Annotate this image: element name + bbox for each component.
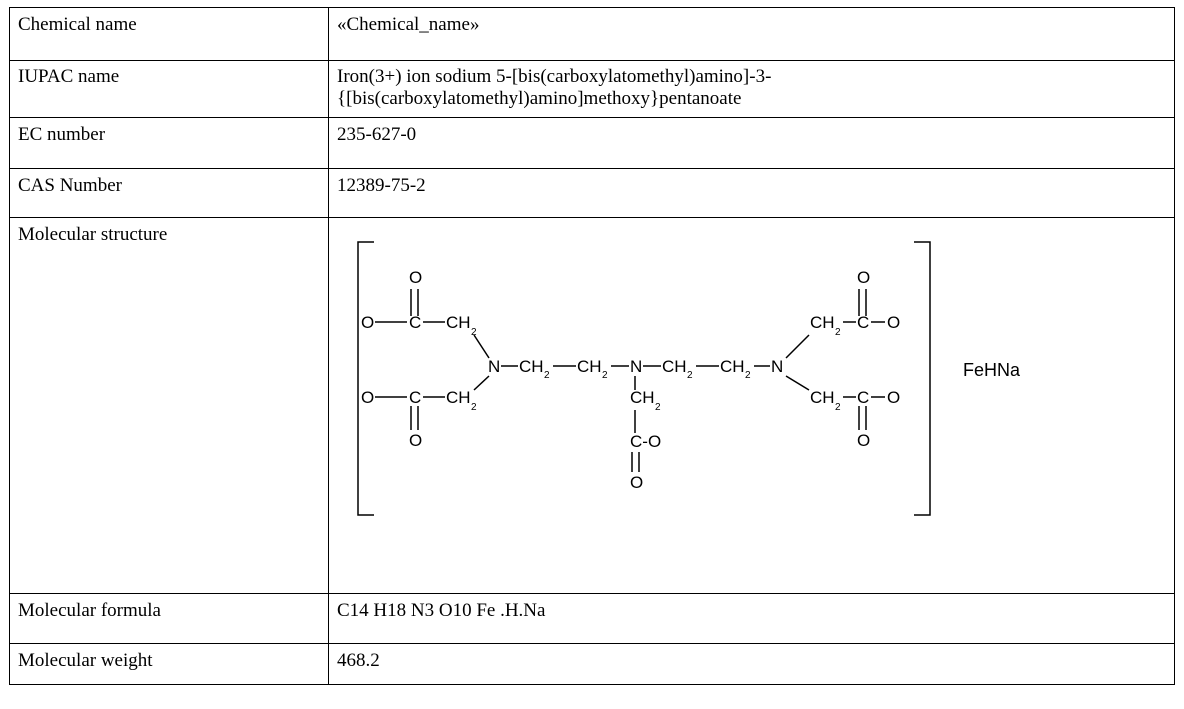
atom-c-upper-left: C xyxy=(409,313,421,332)
table-row-ec-number: EC number 235-627-0 xyxy=(9,117,1175,169)
table-row-molecular-formula: Molecular formula C14 H18 N3 O10 Fe .H.N… xyxy=(9,593,1175,644)
value-molecular-structure: O O C CH 2 O C CH 2 O xyxy=(328,217,1175,594)
atom-ch-upper-right: CH xyxy=(810,313,835,332)
atom-c-upper-right: C xyxy=(857,313,869,332)
bond-n-ch2-lower-left xyxy=(473,375,490,391)
atom-ch-upper-left: CH xyxy=(446,313,471,332)
atom-n-center: N xyxy=(630,357,642,376)
sub-2-lower-right: 2 xyxy=(835,402,841,413)
atom-o-lower-right: O xyxy=(887,388,900,407)
atom-o-lower-left-carbonyl: O xyxy=(409,431,422,450)
atom-o-lower-right-carbonyl: O xyxy=(857,431,870,450)
table-row-iupac-name: IUPAC name Iron(3+) ion sodium 5-[bis(ca… xyxy=(9,60,1175,118)
sub-2-backbone-4: 2 xyxy=(745,370,751,381)
bond-n-ch2-lower-right xyxy=(785,375,810,391)
atom-ch-backbone-2: CH xyxy=(577,357,602,376)
atom-o-upper-right-carbonyl: O xyxy=(857,268,870,287)
value-molecular-weight: 468.2 xyxy=(328,643,1175,685)
sub-2-upper-right: 2 xyxy=(835,327,841,338)
atom-o-lower-left: O xyxy=(361,388,374,407)
label-chemical-name: Chemical name xyxy=(9,7,329,61)
atom-ch-lower-left: CH xyxy=(446,388,471,407)
sub-2-backbone-2: 2 xyxy=(602,370,608,381)
atom-c-lower-left: C xyxy=(409,388,421,407)
label-ec-number: EC number xyxy=(9,117,329,169)
atom-ch-lower-right: CH xyxy=(810,388,835,407)
label-cas-number: CAS Number xyxy=(9,168,329,218)
value-molecular-formula: C14 H18 N3 O10 Fe .H.Na xyxy=(328,593,1175,644)
value-ec-number: 235-627-0 xyxy=(328,117,1175,169)
atom-n-left: N xyxy=(488,357,500,376)
sub-2-backbone-1: 2 xyxy=(544,370,550,381)
atom-o-upper-right: O xyxy=(887,313,900,332)
atom-c-lower-right: C xyxy=(857,388,869,407)
bond-ch2-n-upper-left xyxy=(473,334,490,359)
atom-n-right: N xyxy=(771,357,783,376)
atom-o-center-carbonyl: O xyxy=(630,473,643,492)
atom-o-upper-left: O xyxy=(361,313,374,332)
table-row-molecular-structure: Molecular structure O O C CH 2 O xyxy=(9,217,1175,594)
sub-2-backbone-3: 2 xyxy=(687,370,693,381)
label-molecular-formula: Molecular formula xyxy=(9,593,329,644)
bond-n-ch2-upper-right xyxy=(785,334,810,359)
atom-ch-backbone-3: CH xyxy=(662,357,687,376)
atom-ch-center: CH xyxy=(630,388,655,407)
table-row-chemical-name: Chemical name «Chemical_name» xyxy=(9,7,1175,61)
label-molecular-weight: Molecular weight xyxy=(9,643,329,685)
table-row-cas-number: CAS Number 12389-75-2 xyxy=(9,168,1175,218)
atom-co-center: C-O xyxy=(630,432,661,451)
properties-table: Chemical name «Chemical_name» IUPAC name… xyxy=(9,7,1175,685)
atom-ch-backbone-1: CH xyxy=(519,357,544,376)
table-row-molecular-weight: Molecular weight 468.2 xyxy=(9,643,1175,685)
molecular-structure-diagram: O O C CH 2 O C CH 2 O xyxy=(357,241,1021,516)
sub-2-center: 2 xyxy=(655,402,661,413)
left-bracket xyxy=(357,241,374,516)
value-iupac-name: Iron(3+) ion sodium 5-[bis(carboxylatome… xyxy=(328,60,1175,118)
sub-2-lower-left: 2 xyxy=(471,402,477,413)
label-iupac-name: IUPAC name xyxy=(9,60,329,118)
sub-2-upper-left: 2 xyxy=(471,327,477,338)
atom-o-upper-left-carbonyl: O xyxy=(409,268,422,287)
value-cas-number: 12389-75-2 xyxy=(328,168,1175,218)
value-chemical-name: «Chemical_name» xyxy=(328,7,1175,61)
right-bracket xyxy=(914,241,931,516)
label-molecular-structure: Molecular structure xyxy=(9,217,329,594)
counter-ion-label: FeHNa xyxy=(963,360,1021,380)
atom-ch-backbone-4: CH xyxy=(720,357,745,376)
